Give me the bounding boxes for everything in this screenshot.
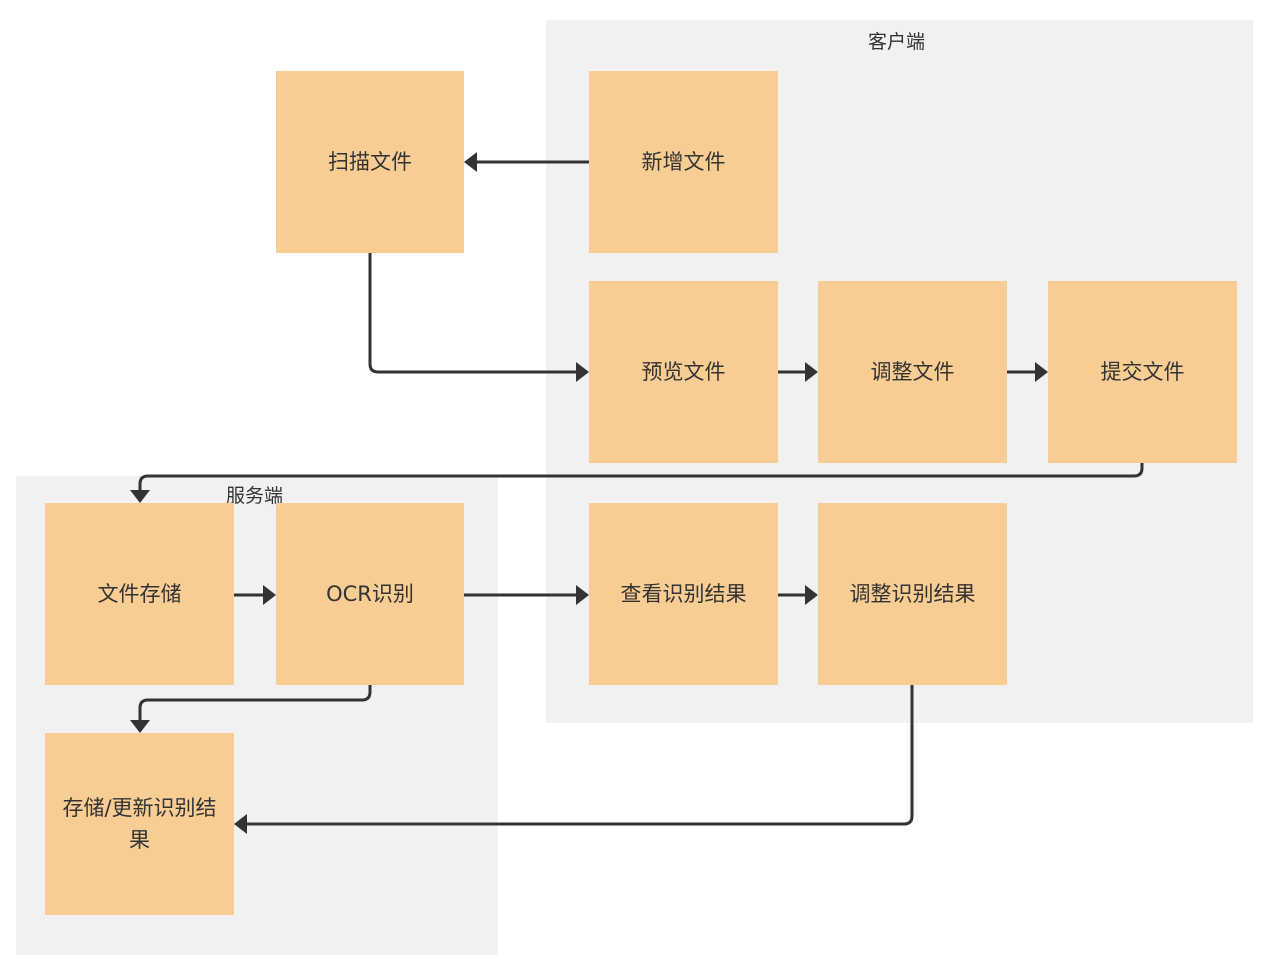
adjust-results-label: 调整识别结果 [849,582,976,606]
scan-file-node[interactable]: 扫描文件 [276,71,464,253]
adjust-file-label: 调整文件 [870,360,955,384]
file-storage-label: 文件存储 [97,582,182,606]
scan-file-label: 扫描文件 [328,150,412,174]
view-results-label: 查看识别结果 [620,582,747,606]
ocr-recognition-label: OCR识别 [326,582,414,606]
server-zone-label: 服务端 [226,485,284,507]
store-update-results-label: 存储/更新识别结果 [62,796,217,852]
add-file-node[interactable]: 新增文件 [589,71,778,253]
preview-file-node[interactable]: 预览文件 [589,281,778,463]
view-results-node[interactable]: 查看识别结果 [589,503,778,685]
preview-file-label: 预览文件 [641,360,726,384]
adjust-results-node[interactable]: 调整识别结果 [818,503,1007,685]
file-storage-node[interactable]: 文件存储 [45,503,234,685]
ocr-recognition-node[interactable]: OCR识别 [276,503,464,685]
adjust-file-node[interactable]: 调整文件 [818,281,1007,463]
add-file-label: 新增文件 [641,150,726,174]
submit-file-node[interactable]: 提交文件 [1048,281,1237,463]
client-zone-label: 客户端 [868,31,926,53]
submit-file-label: 提交文件 [1100,360,1185,384]
store-update-results-node[interactable]: 存储/更新识别结果 [45,733,234,915]
